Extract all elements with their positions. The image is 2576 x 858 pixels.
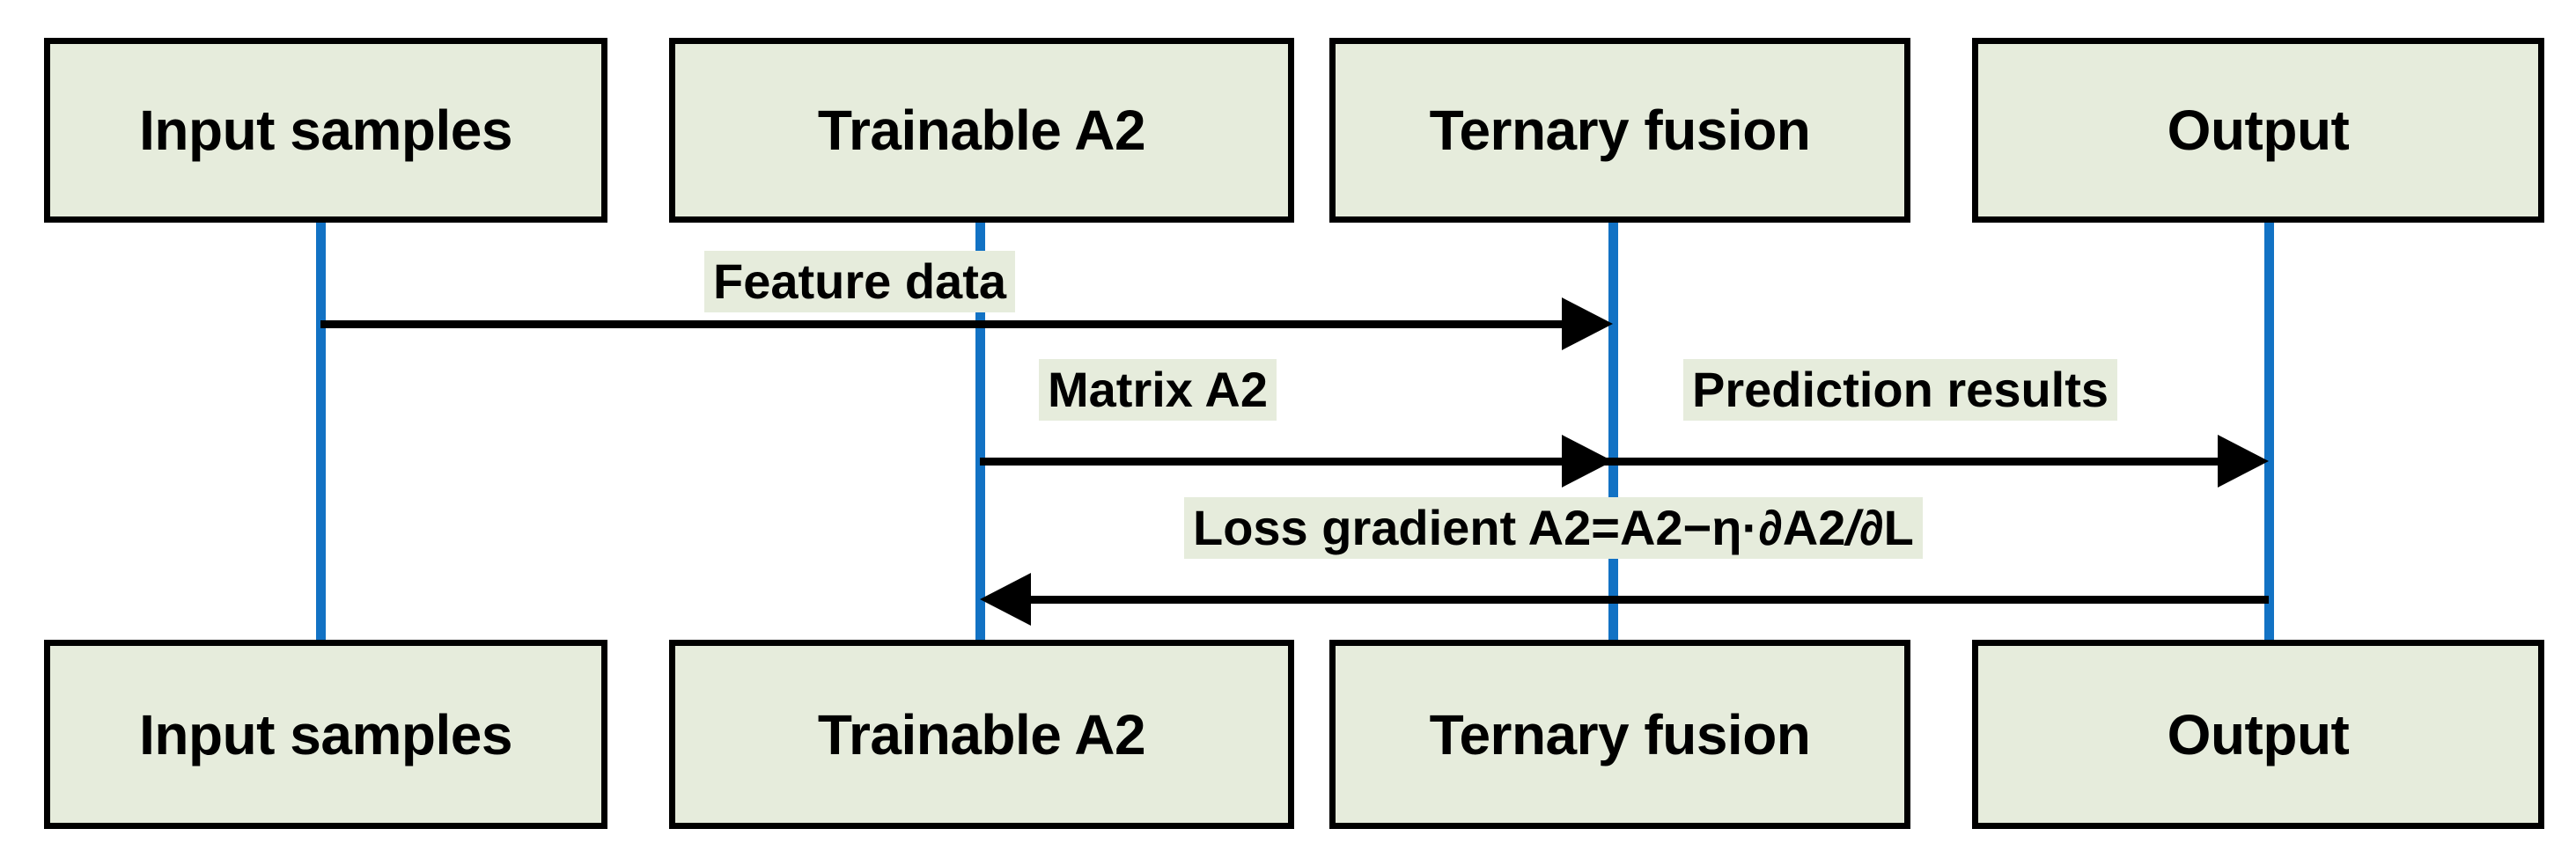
participant-label: Ternary fusion — [1429, 99, 1811, 162]
participant-label: Input samples — [139, 99, 512, 162]
participant-label: Trainable A2 — [817, 702, 1146, 766]
participant-label: Trainable A2 — [817, 99, 1146, 162]
message-label-matrix-a2: Matrix A2 — [1039, 359, 1277, 422]
arrowhead-right-icon — [2218, 435, 2269, 488]
loss-gradient-formula-part3: L — [1883, 500, 1914, 555]
message-label-loss-gradient: Loss gradient A2=A2−η·∂A2/∂L — [1184, 497, 1923, 560]
participant-box-trainable-a2-top[interactable]: Trainable A2 — [669, 38, 1294, 223]
lifeline-ternary-fusion — [1608, 223, 1618, 640]
participant-box-ternary-fusion-bottom[interactable]: Ternary fusion — [1329, 640, 1910, 829]
loss-gradient-formula-part2: A2 — [1782, 500, 1846, 555]
message-arrow-loss-gradient — [1027, 596, 2269, 604]
arrowhead-left-icon — [980, 573, 1031, 626]
lifeline-input-samples — [316, 223, 326, 640]
message-arrow-feature-data — [320, 320, 1565, 328]
participant-box-output-bottom[interactable]: Output — [1972, 640, 2544, 829]
loss-gradient-formula-part1: A2=A2−η· — [1527, 500, 1759, 555]
arrowhead-right-icon — [1562, 297, 1613, 350]
lifeline-trainable-a2 — [975, 223, 985, 640]
message-label-feature-data: Feature data — [704, 251, 1015, 313]
loss-gradient-prefix: Loss gradient — [1193, 500, 1528, 555]
participant-box-trainable-a2-bottom[interactable]: Trainable A2 — [669, 640, 1294, 829]
participant-box-output-top[interactable]: Output — [1972, 38, 2544, 223]
participant-box-input-samples-top[interactable]: Input samples — [44, 38, 607, 223]
participant-label: Ternary fusion — [1429, 702, 1811, 766]
participant-box-input-samples-bottom[interactable]: Input samples — [44, 640, 607, 829]
participant-box-ternary-fusion-top[interactable]: Ternary fusion — [1329, 38, 1910, 223]
loss-gradient-partial-1-icon: ∂ — [1758, 500, 1783, 555]
message-arrow-prediction-results — [980, 458, 2221, 466]
message-label-prediction-results: Prediction results — [1683, 359, 2118, 422]
loss-gradient-partial-2-icon: /∂ — [1845, 500, 1884, 555]
participant-label: Input samples — [139, 702, 512, 766]
lifeline-output — [2264, 223, 2274, 640]
participant-label: Output — [2167, 702, 2350, 766]
participant-label: Output — [2167, 99, 2350, 162]
